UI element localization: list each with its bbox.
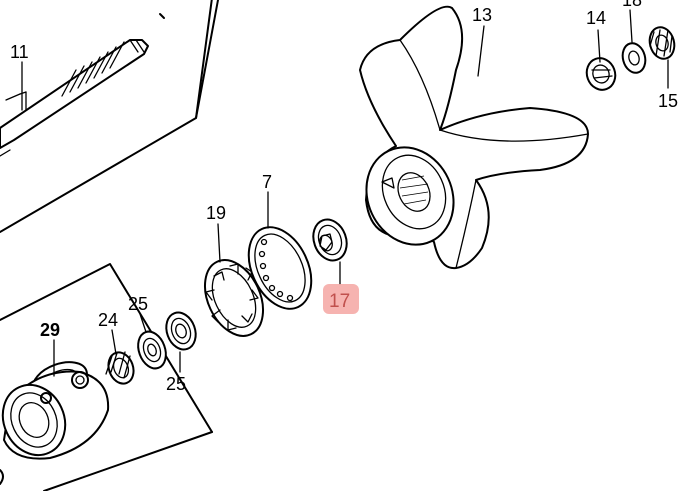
oil-seal-25-lower [137, 330, 167, 370]
leader-25a [139, 313, 147, 333]
leader-24 [111, 329, 117, 355]
leader-13 [477, 25, 485, 77]
spacer-17 [312, 218, 348, 262]
callout-18: 18 [622, 0, 642, 10]
leader-14 [597, 29, 601, 63]
shaft-panel [0, 0, 219, 233]
bearing-housing-29 [0, 361, 110, 485]
callout-labels: 11 13 14 18 15 7 19 17 29 24 25 25 [10, 0, 678, 394]
drive-shaft-11 [0, 13, 165, 157]
leader-18 [629, 9, 633, 43]
nut-15 [648, 26, 676, 60]
callout-14: 14 [586, 8, 606, 28]
callout-13: 13 [472, 5, 492, 25]
callout-25-lower: 25 [166, 374, 186, 394]
callout-29: 29 [40, 320, 60, 340]
gearcase-panel [0, 263, 213, 491]
washer-14 [585, 57, 617, 91]
callout-17: 17 [329, 291, 350, 312]
callout-24: 24 [98, 310, 118, 330]
callout-7: 7 [262, 172, 272, 192]
leader-lines [21, 9, 669, 377]
callout-15: 15 [658, 91, 678, 111]
washer-18 [621, 42, 647, 74]
thrust-ring-7 [247, 226, 313, 310]
callout-25-upper: 25 [128, 294, 148, 314]
callout-19: 19 [206, 203, 226, 223]
oil-seal-25-upper [165, 311, 197, 351]
highlight-box-17 [323, 284, 359, 314]
leader-19 [217, 223, 221, 263]
propeller-13 [359, 5, 589, 270]
needle-bearing-24 [105, 351, 135, 385]
callout-11: 11 [10, 42, 29, 62]
